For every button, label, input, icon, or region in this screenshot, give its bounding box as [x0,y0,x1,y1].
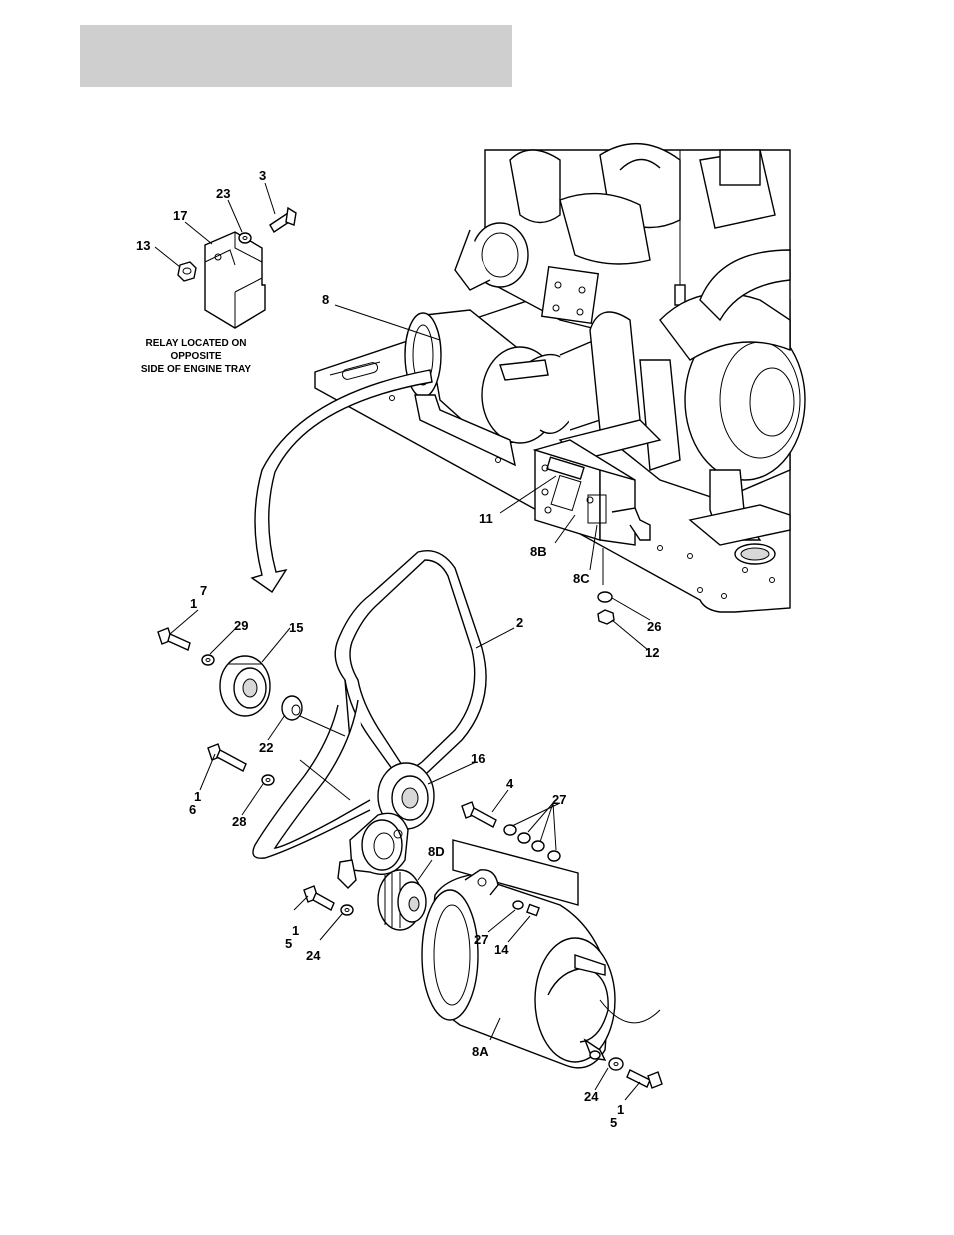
relay-bracket [178,208,296,328]
callout-1-lower: 1 [292,923,299,938]
callout-27-lower: 27 [474,932,488,947]
callout-8d: 8D [428,844,445,859]
callout-2: 2 [516,615,523,630]
relay-note-line-2: OPPOSITE [170,351,221,362]
callout-29: 29 [234,618,248,633]
callout-8: 8 [322,292,329,307]
callout-24-lower: 24 [584,1089,599,1104]
callout-8b: 8B [530,544,547,559]
callout-5-lower: 5 [285,936,292,951]
callout-12: 12 [645,645,659,660]
callout-5-bottom: 5 [610,1115,617,1130]
callout-3: 3 [259,168,266,183]
callout-11: 11 [479,511,493,526]
callout-1-upper: 1 [190,596,197,611]
callout-4: 4 [506,776,514,791]
relay-note-line-3: SIDE OF ENGINE TRAY [141,364,252,375]
callout-13: 13 [136,238,150,253]
callout-28: 28 [232,814,246,829]
engine-assembly [315,144,805,612]
callout-14: 14 [494,942,509,957]
callout-27-upper: 27 [552,792,566,807]
callout-24-upper: 24 [306,948,321,963]
callout-23: 23 [216,186,230,201]
callout-1-bottom: 1 [617,1102,624,1117]
callout-22: 22 [259,740,273,755]
callout-8c: 8C [573,571,590,586]
callout-6: 6 [189,802,196,817]
callout-8a: 8A [472,1044,489,1059]
callout-17: 17 [173,208,187,223]
callout-16: 16 [471,751,485,766]
callout-7: 7 [200,583,207,598]
callout-26: 26 [647,619,661,634]
relay-note-line-1: RELAY LOCATED ON [146,338,247,349]
callout-15: 15 [289,620,303,635]
